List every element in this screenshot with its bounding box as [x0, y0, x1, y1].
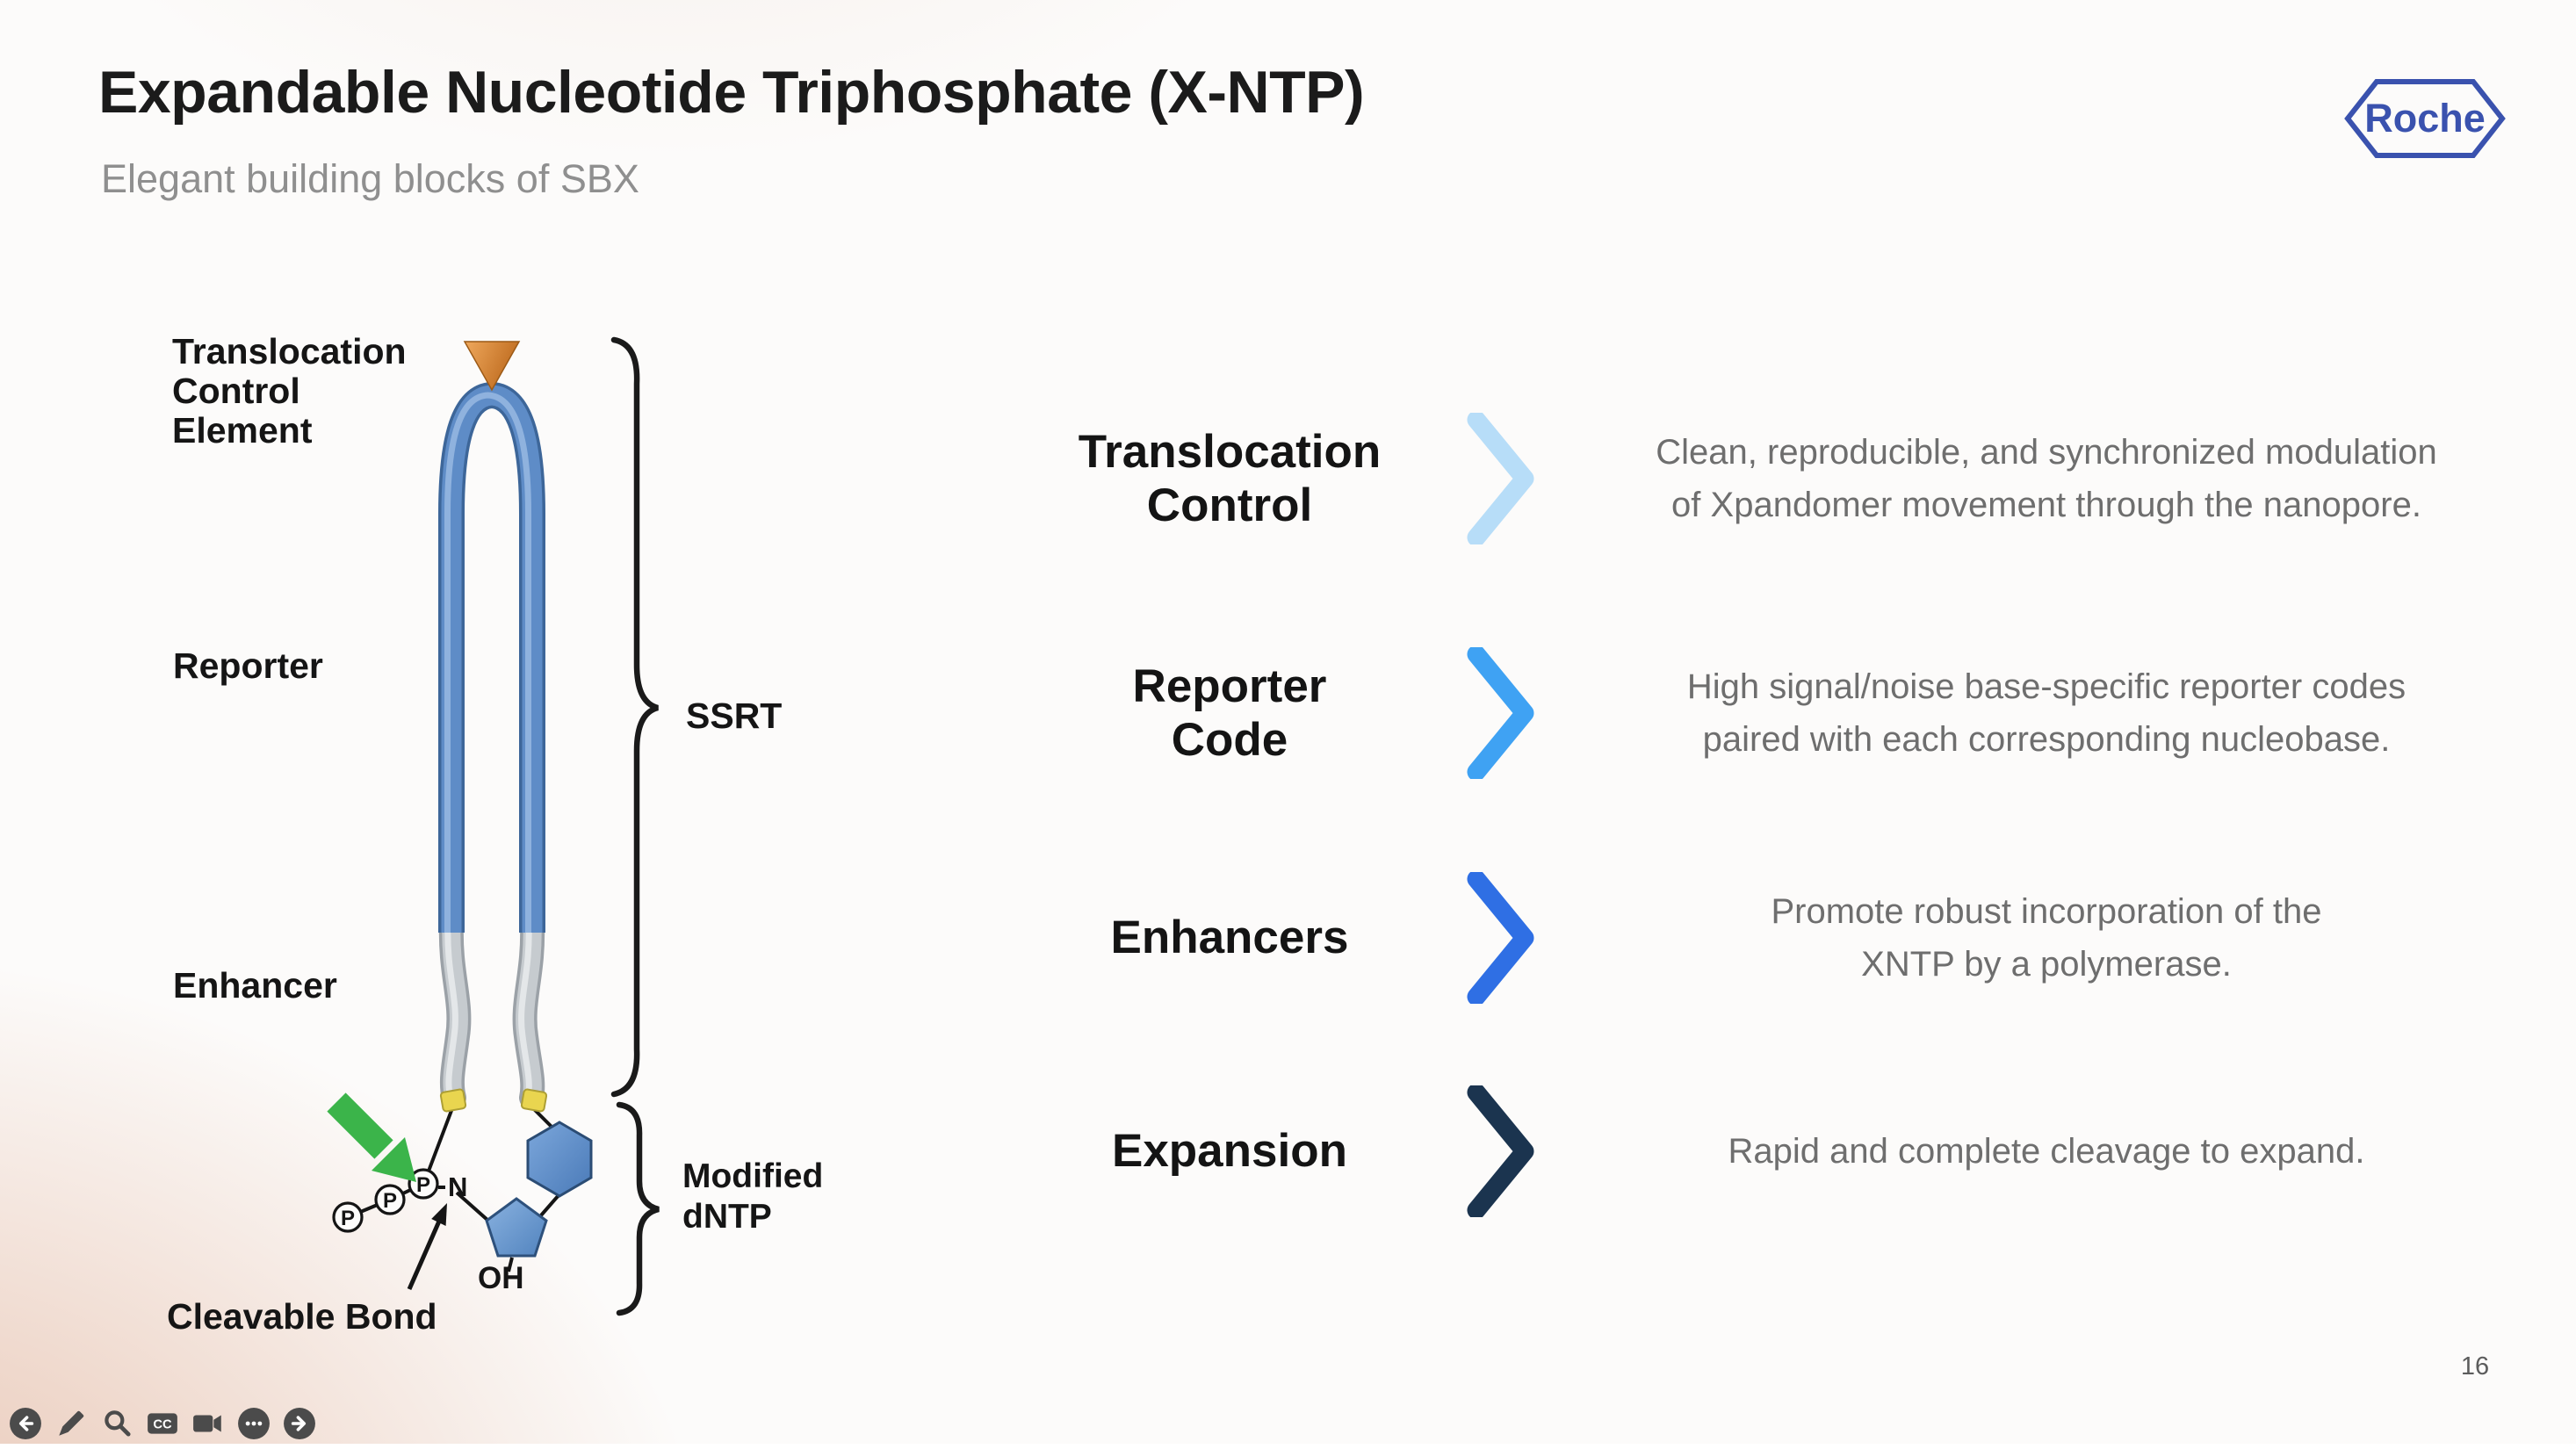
label-oh-group: OH: [478, 1261, 524, 1295]
chevron-right-icon: [1467, 647, 1534, 779]
ssrt-brace: [610, 336, 660, 1098]
more-options-button[interactable]: [237, 1407, 271, 1440]
chevron-right-icon: [1467, 413, 1534, 544]
back-button[interactable]: [9, 1407, 42, 1440]
closed-captions-button[interactable]: CC: [146, 1407, 179, 1440]
feature-label: Expansion: [1111, 1125, 1347, 1178]
pencil-icon: [59, 1410, 84, 1436]
feature-row-reporter-code: Reporter Code High signal/noise base-spe…: [992, 599, 2521, 827]
svg-text:CC: CC: [153, 1417, 172, 1431]
chevron-right-icon: [1467, 1085, 1534, 1217]
bottom-edge-strip: [0, 1444, 2576, 1449]
label-translocation-control-element: Translocation: [172, 331, 407, 371]
label-modified-dntp: Modified: [682, 1157, 823, 1195]
label-reporter: Reporter: [173, 645, 323, 686]
roche-logo-text: Roche: [2364, 96, 2486, 141]
cc-icon: [148, 1413, 177, 1434]
cleavable-bond-arrow-icon: [407, 1203, 447, 1291]
label-enhancer: Enhancer: [173, 965, 337, 1006]
roche-hexagon-icon: [2344, 79, 2506, 158]
video-camera-icon: [193, 1415, 221, 1432]
chevron-right-icon: [1467, 872, 1534, 1004]
translocation-control-triangle-icon: [463, 341, 521, 392]
label-cleavable-bond: Cleavable Bond: [167, 1296, 437, 1337]
modified-dntp-brace: [616, 1101, 660, 1316]
linker-caps: [439, 1088, 548, 1113]
feature-label: Translocation Control: [1078, 425, 1382, 531]
record-button[interactable]: [191, 1407, 225, 1440]
sugar-pentagon-icon: [485, 1197, 548, 1258]
feature-row-enhancers: Enhancers Promote robust incorporation o…: [992, 824, 2521, 1052]
feature-description: Promote robust incorporation of the XNTP…: [1771, 892, 2322, 984]
svg-text:Element: Element: [172, 410, 313, 451]
feature-label: Enhancers: [1110, 912, 1349, 964]
magnifier-icon: [105, 1410, 131, 1437]
draw-button[interactable]: [54, 1407, 88, 1440]
feature-description: Rapid and complete cleavage to expand.: [1728, 1132, 2365, 1171]
green-arrow-icon: [327, 1092, 416, 1182]
feature-row-translocation-control: Translocation Control Clean, reproducibl…: [992, 364, 2521, 593]
enhancer-tubes: [438, 912, 545, 1110]
feature-description: High signal/noise base-specific reporter…: [1686, 667, 2406, 759]
nucleobase-hexagon-icon: [526, 1121, 593, 1198]
feature-description: Clean, reproducible, and synchronized mo…: [1656, 433, 2437, 524]
feature-row-expansion: Expansion Rapid and complete cleavage to…: [992, 1037, 2521, 1265]
ellipsis-icon: [245, 1421, 263, 1426]
diagram-labels: Translocation Control Element Reporter E…: [167, 331, 823, 1337]
arrow-left-icon: [18, 1416, 34, 1431]
label-ssrt: SSRT: [686, 696, 782, 736]
reporter-hairpin-tubes: [438, 381, 545, 933]
next-button[interactable]: [283, 1407, 316, 1440]
page-title: Expandable Nucleotide Triphosphate (X-NT…: [98, 59, 1365, 126]
svg-text:P: P: [341, 1207, 355, 1230]
xntp-structure-diagram: Translocation Control Element Reporter E…: [167, 331, 823, 1337]
label-n-atom: N: [448, 1171, 467, 1202]
page-subtitle: Elegant building blocks of SBX: [101, 156, 639, 201]
page-number: 16: [2460, 1352, 2490, 1381]
player-toolbar: CC: [9, 1407, 316, 1440]
search-button[interactable]: [100, 1407, 133, 1440]
svg-text:P: P: [383, 1189, 397, 1213]
svg-text:P: P: [416, 1173, 430, 1197]
svg-text:Control: Control: [172, 371, 300, 411]
arrow-right-icon: [291, 1416, 307, 1431]
svg-text:dNTP: dNTP: [682, 1198, 772, 1236]
feature-label: Reporter Code: [1132, 660, 1327, 766]
roche-logo: Roche: [2344, 79, 2506, 158]
triphosphate-group: P P P N: [332, 1168, 467, 1233]
